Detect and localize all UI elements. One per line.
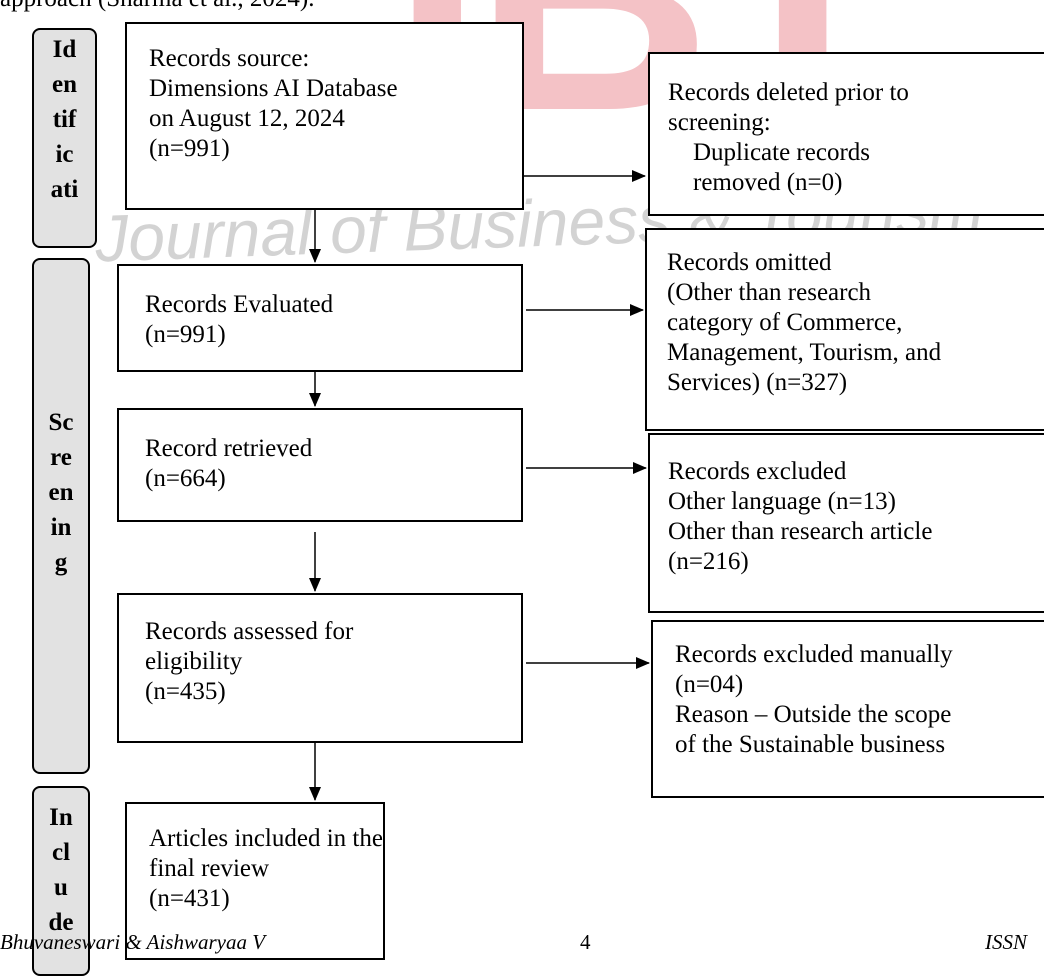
intro-text: approach (Sharma et al., 2024). xyxy=(0,0,314,14)
footer-issn: ISSN xyxy=(985,930,1027,954)
stage-screening: Sc re en in g xyxy=(32,258,90,774)
footer-page-number: 4 xyxy=(580,930,591,954)
record-retrieved-box: Record retrieved (n=664) xyxy=(117,408,523,522)
footer-authors: Bhuvaneswari & Aishwaryaa V xyxy=(0,930,266,954)
records-source-box: Records source: Dimensions AI Database o… xyxy=(125,22,524,210)
stage-identification: Id en tif ic ati xyxy=(32,28,97,248)
articles-included-box: Articles included in the final review (n… xyxy=(125,802,385,960)
records-omitted-box: Records omitted (Other than research cat… xyxy=(645,228,1044,431)
records-assessed-box: Records assessed for eligibility (n=435) xyxy=(117,593,523,743)
records-deleted-box: Records deleted prior to screening: Dupl… xyxy=(648,52,1044,216)
records-evaluated-box: Records Evaluated (n=991) xyxy=(117,264,523,372)
records-excluded-box: Records excluded Other language (n=13) O… xyxy=(648,433,1044,613)
stage-included: In cl u de xyxy=(32,786,90,976)
records-excluded-manually-box: Records excluded manually (n=04) Reason … xyxy=(651,620,1044,798)
